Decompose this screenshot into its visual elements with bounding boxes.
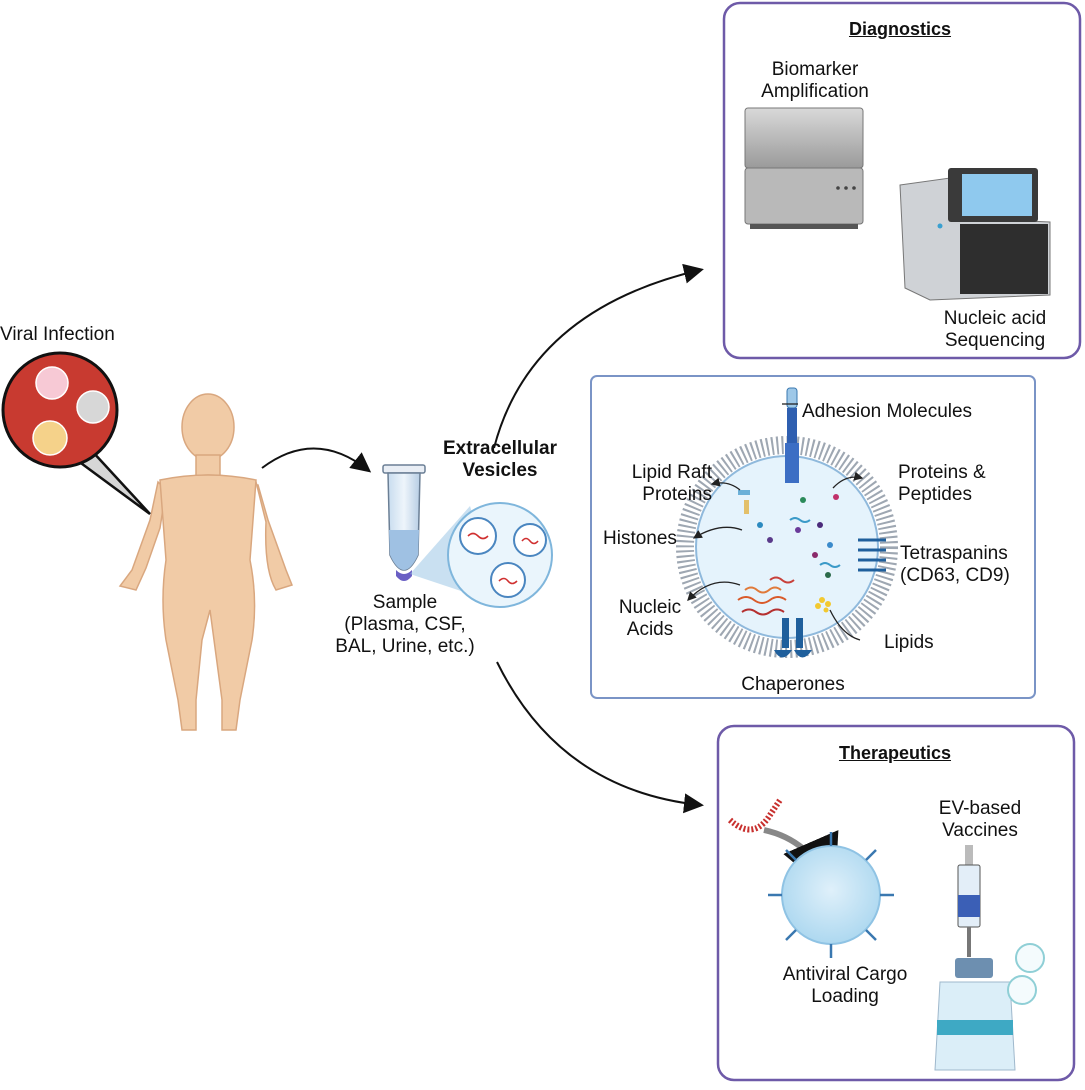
- lipids-label: Lipids: [884, 632, 934, 653]
- vaccines-label: EV-based Vaccines: [938, 798, 1022, 841]
- lipid-droplets: [815, 597, 831, 613]
- viral-infection-label: Viral Infection: [0, 324, 115, 345]
- virus-particles: [32, 366, 110, 456]
- histones-label: Histones: [603, 528, 677, 549]
- ev-cargo-vesicle: [768, 832, 894, 958]
- proteins-label: Proteins & Peptides: [898, 462, 986, 505]
- tetraspanin: [857, 538, 886, 572]
- diagnostics-title: Diagnostics: [848, 19, 952, 39]
- chaperone: [774, 618, 812, 658]
- vesicle-cargo-dots: [757, 494, 839, 578]
- nucleic-acid-strands: [737, 517, 841, 616]
- syringe: [957, 845, 981, 957]
- vaccine-ev-particles: [1007, 943, 1045, 1005]
- therapeutics-panel: [716, 724, 1076, 1082]
- arrow-to-therapeutics: [496, 661, 704, 814]
- amplification-machine: [744, 107, 864, 229]
- rna-strand: [727, 798, 783, 833]
- ev-zoom-rna: [467, 532, 539, 585]
- human-figure: [118, 393, 293, 731]
- vesicle-pointers: [687, 403, 864, 641]
- extracellular-vesicles-label: Extracellular Vesicles: [442, 438, 558, 481]
- therapeutics-title: Therapeutics: [838, 743, 952, 763]
- cargo-label: Antiviral Cargo Loading: [782, 964, 908, 1007]
- nucleic-acids-label: Nucleic Acids: [618, 597, 682, 640]
- sample-label: Sample (Plasma, CSF, BAL, Urine, etc.): [335, 592, 475, 657]
- lipid-raft-label: Lipid Raft Proteins: [631, 462, 712, 505]
- chaperones-label: Chaperones: [741, 674, 845, 695]
- viral-infection-circle: [1, 351, 119, 469]
- sequencing-machine: [899, 168, 1051, 301]
- lipid-raft: [738, 490, 750, 514]
- adhesion-molecule: [785, 387, 799, 483]
- arrow-to-sample: [261, 447, 372, 473]
- arrow-to-diagnostics: [493, 263, 704, 449]
- tetraspanins-label: Tetraspanins (CD63, CD9): [900, 543, 1010, 586]
- sequencing-label: Nucleic acid Sequencing: [943, 308, 1047, 351]
- sample-tube: [382, 464, 426, 581]
- biomarker-label: Biomarker Amplification: [761, 59, 869, 102]
- vaccine-vial: [934, 958, 1016, 1071]
- adhesion-label: Adhesion Molecules: [802, 401, 973, 422]
